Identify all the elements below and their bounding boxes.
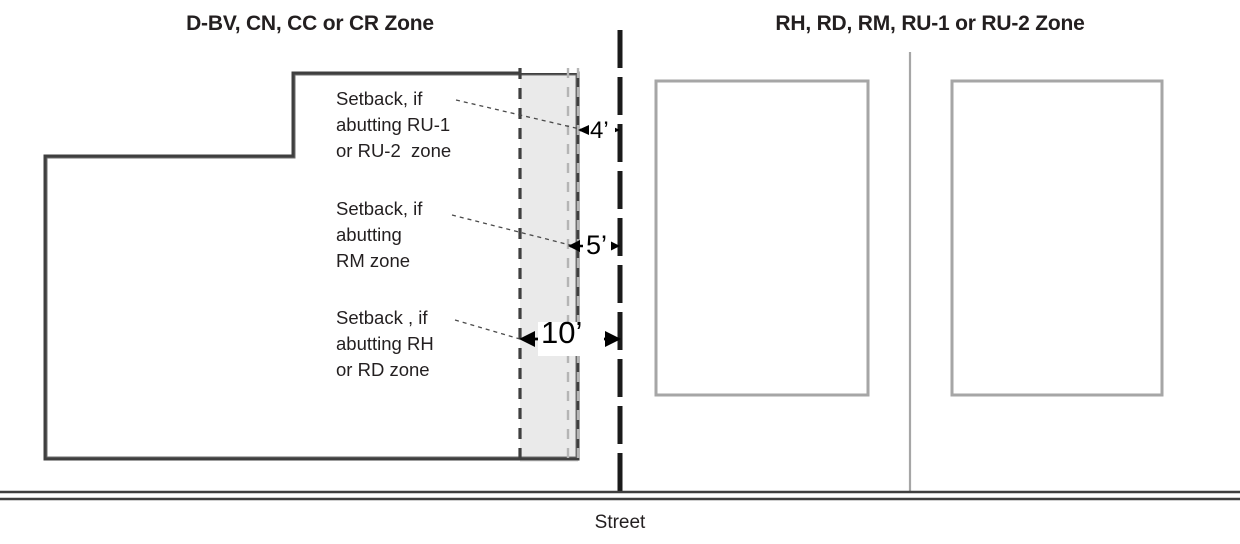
callout-setback-rh-rd-zone: Setback , if abutting RH or RD zone bbox=[336, 307, 434, 380]
setback-band-upper-clear bbox=[520, 69, 578, 73]
right-zone-title: RH, RD, RM, RU-1 or RU-2 Zone bbox=[775, 12, 1085, 35]
setback-shaded-band bbox=[520, 69, 578, 462]
dim-5-text-backdrop bbox=[583, 230, 611, 262]
callout-setback-rm-zone: Setback, if abutting RM zone bbox=[336, 198, 423, 271]
dimension-arrow-10ft bbox=[519, 322, 621, 356]
dim-4-text-backdrop bbox=[589, 116, 615, 144]
middle-building-outline bbox=[654, 79, 870, 397]
left-zone-title: D-BV, CN, CC or CR Zone bbox=[186, 12, 434, 35]
dimension-label-4ft: 4’ bbox=[590, 117, 609, 144]
street-label: Street bbox=[594, 512, 646, 533]
dimension-label-5ft: 5’ bbox=[586, 230, 608, 260]
leader-line-setback-ru bbox=[455, 99, 585, 131]
left-building-outline-highlight bbox=[46, 74, 577, 458]
leader-line-setback-rh-rd bbox=[454, 319, 521, 340]
dimension-label-10ft: 10’ bbox=[541, 315, 583, 350]
leader-line-setback-rm bbox=[451, 214, 575, 247]
right-building-outline bbox=[950, 79, 1164, 397]
left-building-outline bbox=[43, 71, 580, 461]
callout-setback-ru-zone: Setback, if abutting RU-1 or RU-2 zone bbox=[336, 88, 452, 161]
